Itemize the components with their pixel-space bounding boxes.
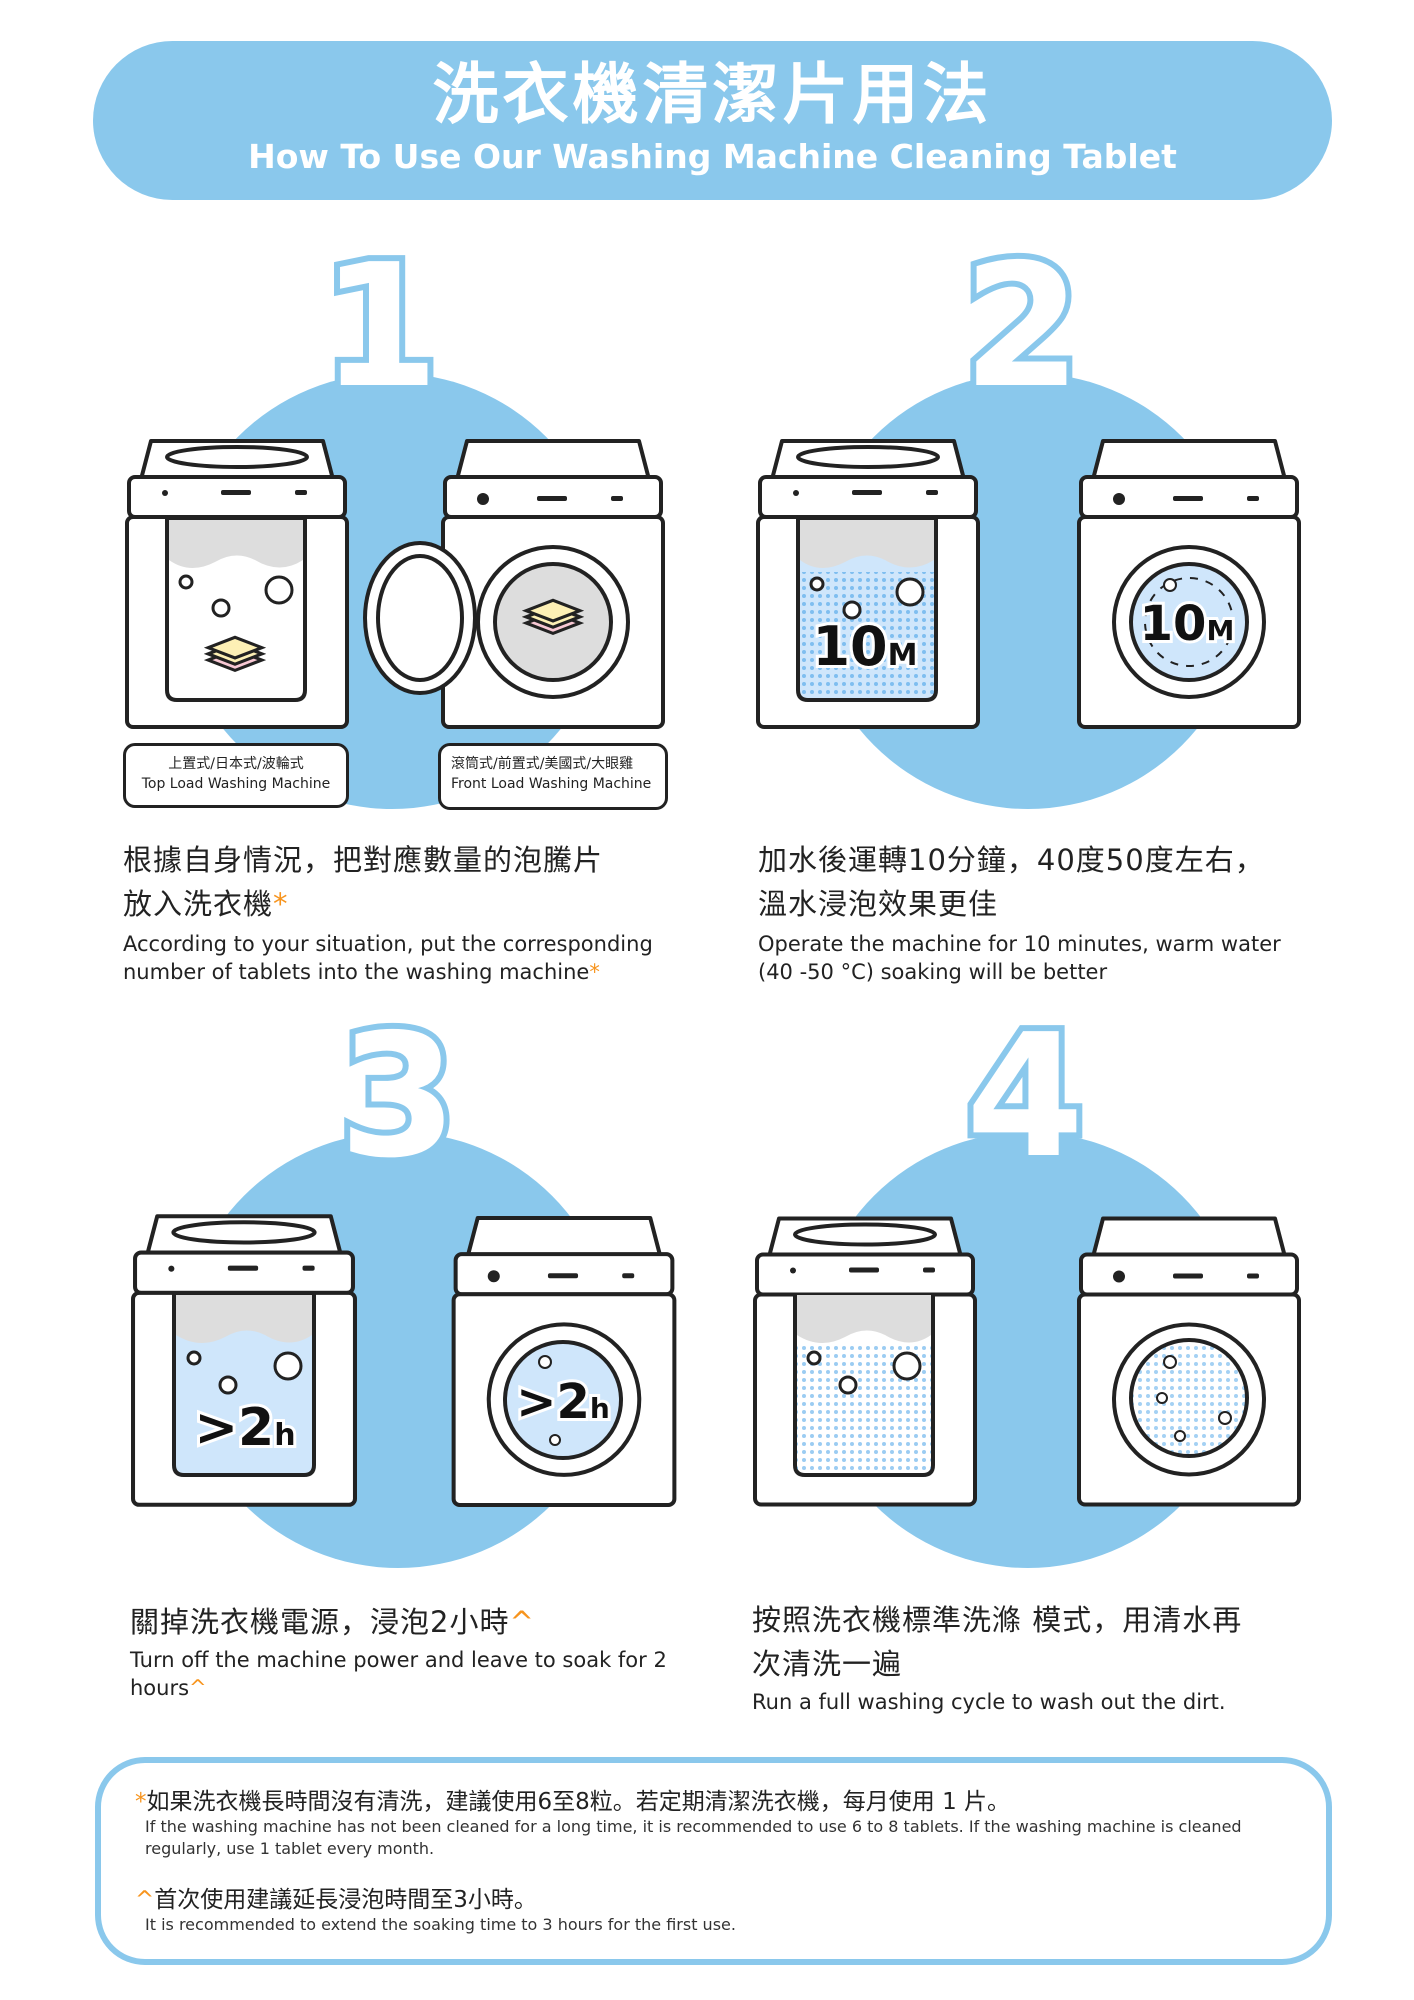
step4-number: 4	[966, 998, 1084, 1196]
step1-cn-line1: 根據自身情況，把對應數量的泡騰片	[123, 843, 604, 877]
svg-text:>2h: >2h	[516, 1374, 610, 1430]
step3-en-line2: hours	[130, 1676, 190, 1700]
svg-text:10M: 10M	[812, 615, 917, 678]
step2-en-line1: Operate the machine for 10 minutes, warm…	[758, 932, 1281, 956]
caret-mark: ^	[189, 1676, 207, 1700]
timer-10m-label: 10	[812, 615, 887, 678]
note2-en: It is recommended to extend the soaking …	[145, 1915, 736, 1934]
step1-number: 1	[321, 228, 439, 426]
timer-10m-label: 10	[1140, 596, 1207, 652]
note1-en: If the washing machine has not been clea…	[145, 1817, 1242, 1858]
timer-unit: M	[1206, 614, 1234, 647]
asterisk-mark: *	[273, 887, 289, 921]
title-cn: 洗衣機清潔片用法	[432, 56, 993, 133]
soak-2h-label: >2	[516, 1374, 590, 1430]
step2-cn-line1: 加水後運轉10分鐘，40度50度左右，	[758, 843, 1265, 877]
step1-en-line1: According to your situation, put the cor…	[123, 932, 653, 956]
step2-en-line2: (40 -50 °C) soaking will be better	[758, 960, 1108, 984]
top-load-label-en: Top Load Washing Machine	[141, 776, 331, 792]
footnote-box: *如果洗衣機長時間沒有清洗，建議使用6至8粒。若定期清潔洗衣機，每月使用 1 片…	[95, 1757, 1332, 1965]
asterisk-mark: *	[135, 1789, 147, 1815]
asterisk-mark: *	[589, 960, 600, 984]
step3-cn-line1: 關掉洗衣機電源，浸泡2小時	[130, 1605, 510, 1639]
front-load-machine-icon	[363, 439, 665, 729]
top-load-machine-icon	[125, 439, 349, 729]
front-load-label: 滾筒式/前置式/美國式/大眼雞 Front Load Washing Machi…	[438, 743, 668, 810]
step4-text: 按照洗衣機標準洗滌 模式，用清水再 次清洗一遍 Run a full washi…	[752, 1598, 1332, 1716]
front-load-machine-icon: >2h	[454, 1218, 675, 1505]
step3-en-line1: Turn off the machine power and leave to …	[130, 1648, 667, 1672]
step4-cn-line2: 次清洗一遍	[752, 1647, 903, 1681]
step2-cn-line2: 溫水浸泡效果更佳	[758, 887, 999, 921]
top-load-label: 上置式/日本式/波輪式 Top Load Washing Machine	[123, 743, 349, 808]
svg-text:10M: 10M	[1140, 596, 1235, 652]
note2-cn: 首次使用建議延長浸泡時間至3小時。	[154, 1887, 537, 1913]
front-load-label-cn: 滾筒式/前置式/美國式/大眼雞	[451, 756, 634, 772]
title-en: How To Use Our Washing Machine Cleaning …	[248, 137, 1177, 176]
top-load-machine-icon: 10M	[756, 439, 980, 729]
front-load-machine-icon	[1079, 1219, 1299, 1505]
caret-mark: ^	[135, 1887, 155, 1913]
step2-text: 加水後運轉10分鐘，40度50度左右， 溫水浸泡效果更佳 Operate the…	[758, 838, 1338, 986]
step4-cn-line1: 按照洗衣機標準洗滌 模式，用清水再	[752, 1603, 1243, 1637]
note1-cn: 如果洗衣機長時間沒有清洗，建議使用6至8粒。若定期清潔洗衣機，每月使用 1 片。	[146, 1789, 1011, 1815]
soak-2h-label: >2	[194, 1398, 274, 1458]
step3-text: 關掉洗衣機電源，浸泡2小時^ Turn off the machine powe…	[130, 1600, 690, 1702]
top-load-machine-icon: >2h	[133, 1216, 355, 1505]
step1-en-line2: number of tablets into the washing machi…	[123, 960, 590, 984]
step3-number: 3	[339, 998, 457, 1196]
title-banner: 洗衣機清潔片用法 How To Use Our Washing Machine …	[93, 41, 1332, 200]
step1-cn-line2: 放入洗衣機	[123, 887, 274, 921]
step1-text: 根據自身情況，把對應數量的泡騰片 放入洗衣機* According to you…	[123, 838, 683, 986]
top-load-machine-icon	[755, 1219, 975, 1505]
step2-number: 2	[963, 228, 1081, 426]
timer-unit: M	[888, 638, 918, 673]
step4-en-line1: Run a full washing cycle to wash out the…	[752, 1690, 1226, 1714]
soak-unit: h	[274, 1418, 295, 1453]
front-load-label-en: Front Load Washing Machine	[451, 776, 652, 792]
top-load-label-cn: 上置式/日本式/波輪式	[168, 756, 304, 772]
front-load-machine-icon: 10M	[1077, 439, 1301, 729]
soak-unit: h	[590, 1392, 610, 1425]
caret-mark: ^	[509, 1605, 535, 1639]
svg-text:>2h: >2h	[194, 1398, 295, 1458]
